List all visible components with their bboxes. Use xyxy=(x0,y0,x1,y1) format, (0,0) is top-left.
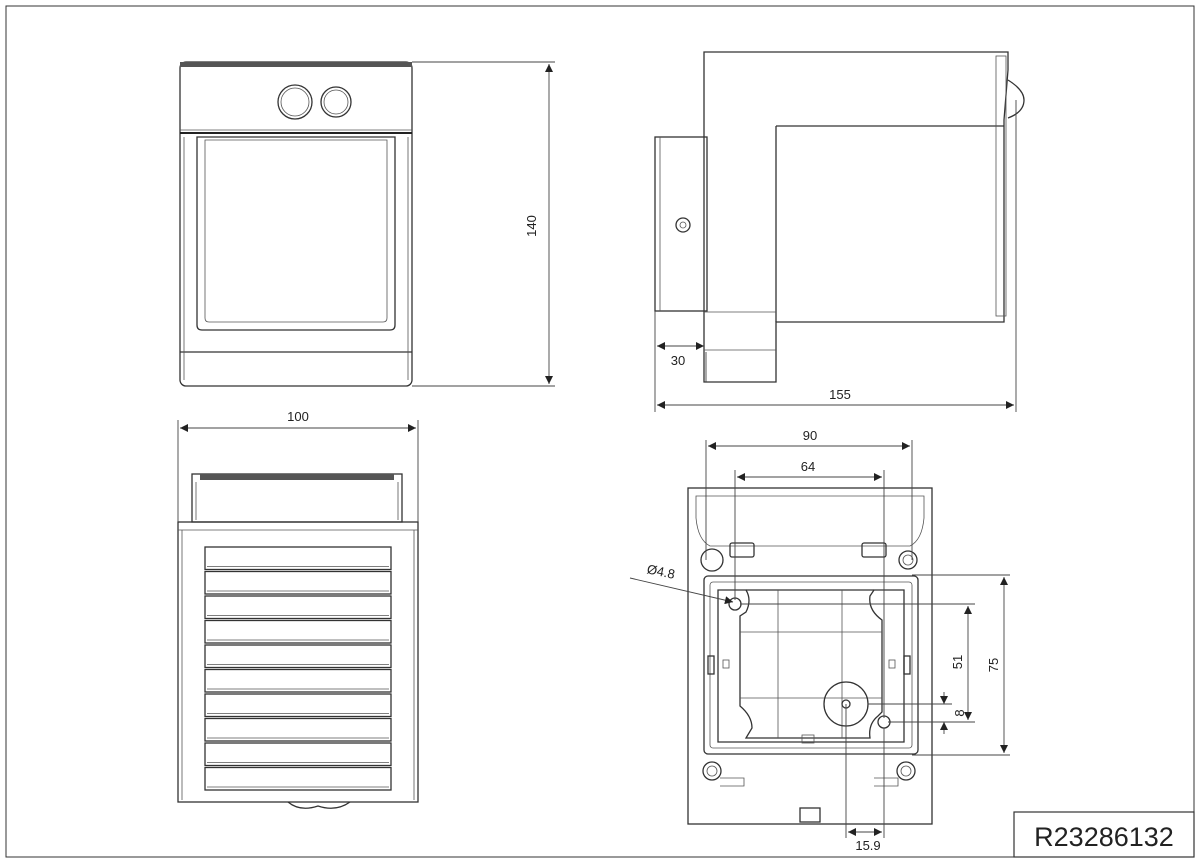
dim-30-label: 30 xyxy=(671,353,685,368)
louvre-slat xyxy=(204,742,392,767)
side-view xyxy=(654,51,1025,383)
dim-90-label: 90 xyxy=(803,428,817,443)
dimension-140: 140 xyxy=(412,61,555,387)
sheet-border xyxy=(5,5,1195,858)
louvre-slat xyxy=(204,693,392,718)
louvre-slat xyxy=(204,595,392,620)
dimension-15-9: 15.9 xyxy=(845,704,885,853)
cable-knockout-icon xyxy=(700,548,724,572)
dim-diameter-label: Ø4.8 xyxy=(646,561,677,582)
mounting-slot-right xyxy=(861,542,887,558)
louvre-slat xyxy=(204,546,392,571)
dimension-diameter: Ø4.8 xyxy=(629,561,734,605)
sensor-lens-left-icon xyxy=(277,84,313,120)
drawing-id-box: R23286132 xyxy=(1013,811,1195,858)
dimension-8: 8 xyxy=(868,692,967,734)
mounting-slot-left xyxy=(729,542,755,558)
louvre-slat xyxy=(204,644,392,669)
mounting-screw-icon xyxy=(675,217,691,233)
dimension-75: 75 xyxy=(912,574,1010,756)
dim-140-label: 140 xyxy=(524,215,539,237)
front-view xyxy=(179,61,413,387)
louvre-slat xyxy=(204,717,392,742)
corner-screw-icon xyxy=(702,550,918,781)
dim-155-label: 155 xyxy=(829,387,851,402)
louvre-slat xyxy=(204,619,392,644)
bottom-view xyxy=(177,473,419,809)
dimension-51: 51 xyxy=(740,603,975,723)
louvre-slat xyxy=(204,766,392,791)
dim-51-label: 51 xyxy=(950,655,965,669)
louvre-slat xyxy=(204,668,392,693)
dimension-90: 90 xyxy=(705,428,913,560)
dimension-64: 64 xyxy=(734,459,885,718)
dim-100-label: 100 xyxy=(287,409,309,424)
dimension-100: 100 xyxy=(177,409,419,522)
dimension-30: 30 xyxy=(654,311,707,412)
dimension-155: 155 xyxy=(657,100,1017,412)
sensor-lens-right-icon xyxy=(320,86,352,118)
louvre-slat xyxy=(204,570,392,595)
louvre-slats xyxy=(204,546,392,791)
dim-15-9-label: 15.9 xyxy=(855,838,880,853)
dim-8-label: 8 xyxy=(952,709,967,716)
drawing-id: R23286132 xyxy=(1034,822,1174,852)
back-mounting-view xyxy=(687,487,933,825)
dim-75-label: 75 xyxy=(986,658,1001,672)
dim-64-label: 64 xyxy=(801,459,815,474)
